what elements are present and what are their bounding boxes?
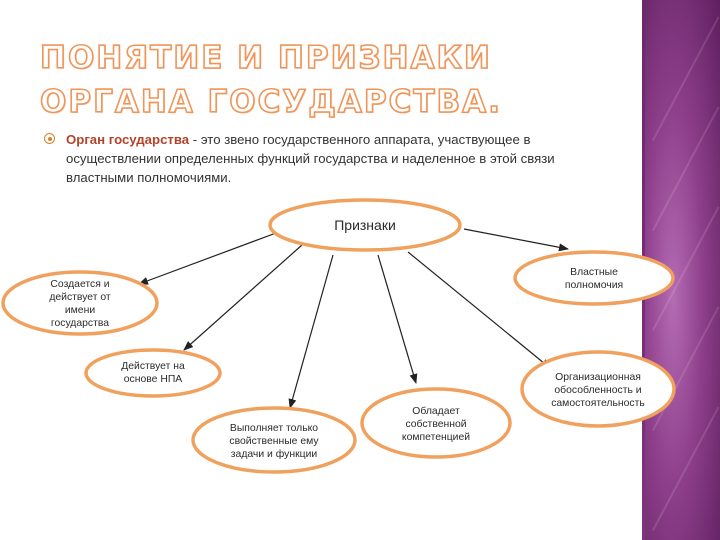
slide-title: ПОНЯТИЕ И ПРИЗНАКИ ОРГАНА ГОСУДАРСТВА. — [39, 39, 502, 121]
node-ellipse-n2 — [84, 348, 222, 398]
definition-bullet: Орган государства - это звено государств… — [44, 130, 604, 187]
center-ellipse — [268, 198, 462, 252]
arrow-to-n1 — [138, 232, 277, 285]
definition-body: - это звено государственного аппарата, у… — [66, 132, 555, 185]
node-ellipse-n5 — [520, 350, 676, 428]
node-label-n6: Властные полномочия — [564, 267, 624, 291]
node-label-n5: Организационная обособленность и самосто… — [551, 371, 645, 409]
arrow-to-n2 — [183, 244, 303, 351]
node-ellipse-n6 — [513, 250, 675, 306]
node-ellipse-n4 — [360, 387, 512, 459]
node-ellipse-n1 — [1, 270, 159, 336]
definition-text: Орган государства - это звено государств… — [66, 130, 604, 187]
arrow-to-n6 — [463, 228, 569, 252]
node-ellipse-n3 — [191, 406, 357, 474]
center-node-label: Признаки — [334, 217, 396, 233]
node-label-n3: Выполняет только свойственные ему задачи… — [229, 422, 319, 460]
node-label-n1: Создается и действует от имени государст… — [49, 279, 111, 329]
definition-term: Орган государства — [66, 132, 190, 147]
arrow-to-n4 — [377, 254, 418, 384]
arrow-to-n5 — [407, 251, 551, 369]
node-label-n2: Действует на основе НПА — [121, 361, 185, 385]
arrow-to-n3 — [288, 254, 334, 409]
circle-bullet-icon — [44, 133, 55, 144]
node-label-n4: Обладает собственной компетенцией — [401, 405, 471, 443]
